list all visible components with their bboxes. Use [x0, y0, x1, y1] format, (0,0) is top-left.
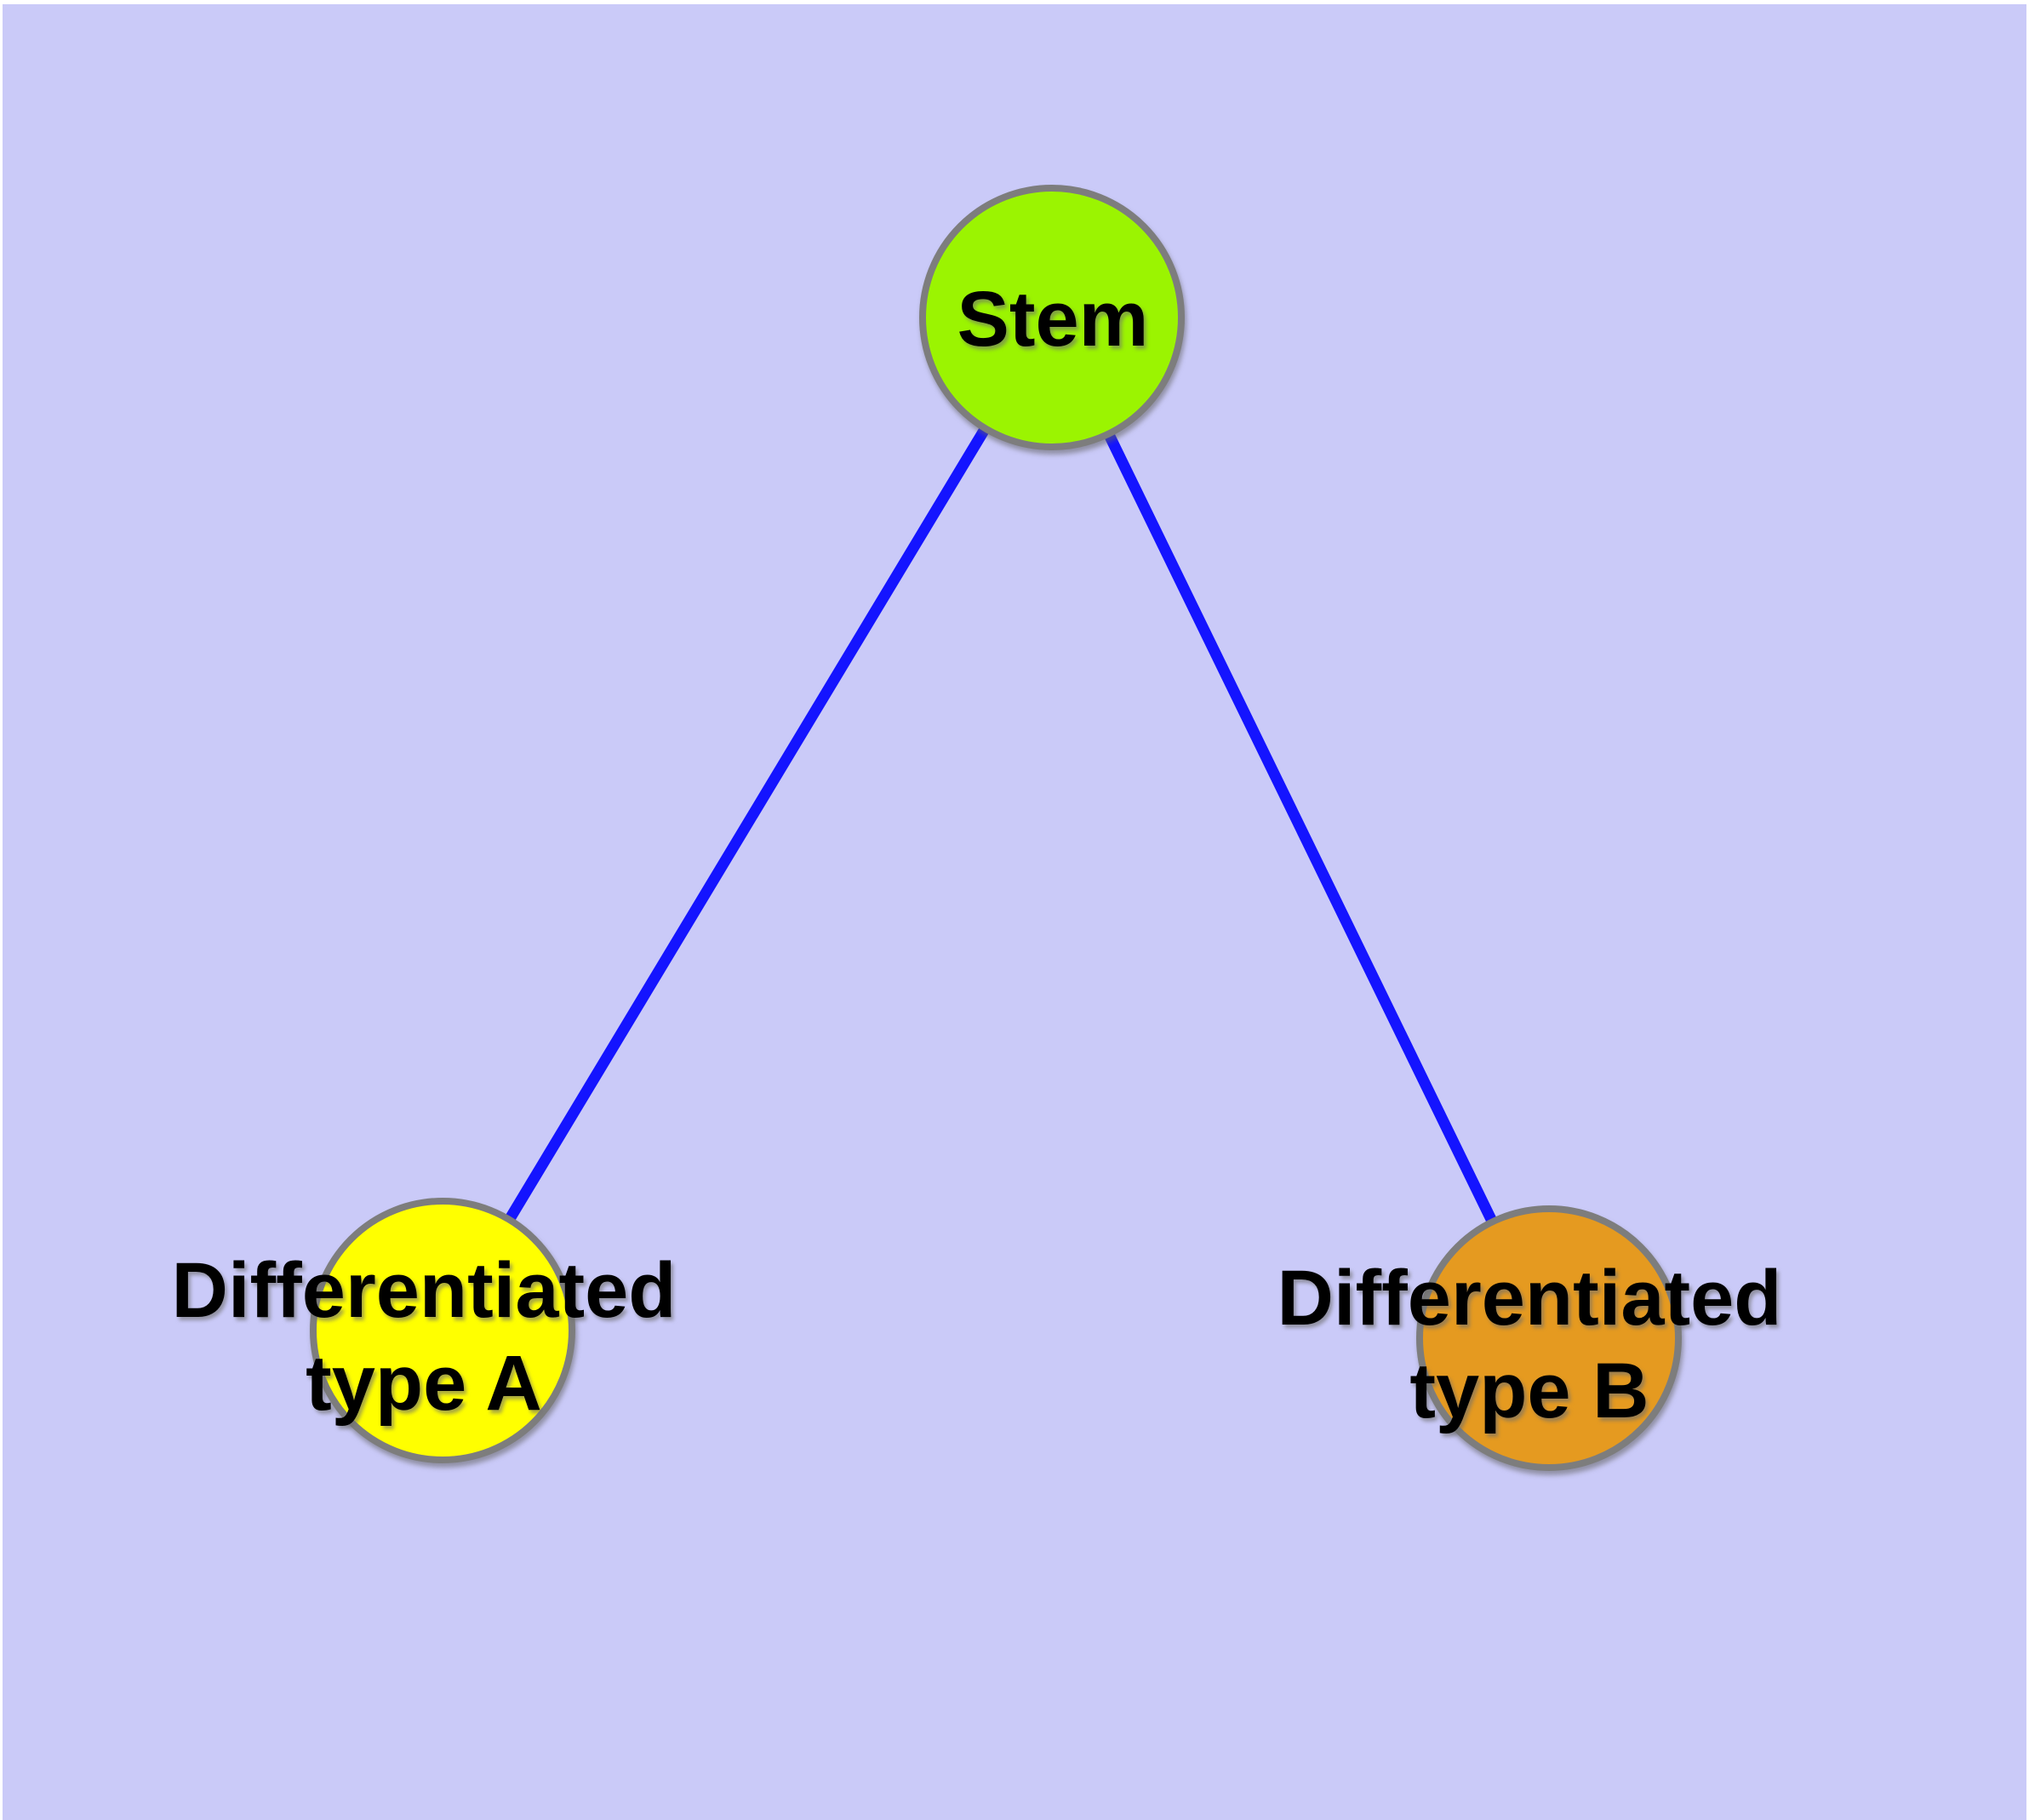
node-stem-label: Stem: [957, 276, 1149, 363]
edge-stem-to-type-a: [437, 314, 1057, 1334]
node-type-a-label-line1: Differentiated: [172, 1247, 677, 1334]
node-differentiated-type-b: [1416, 1205, 1682, 1471]
node-type-b-label-line2: type B: [1409, 1348, 1649, 1434]
edge-stem-to-type-b: [1047, 315, 1554, 1341]
node-type-a-label-line2: type A: [306, 1340, 542, 1427]
node-type-b-label-line1: Differentiated: [1277, 1255, 1782, 1342]
node-stem: [919, 185, 1185, 450]
node-differentiated-type-a: [310, 1198, 575, 1463]
